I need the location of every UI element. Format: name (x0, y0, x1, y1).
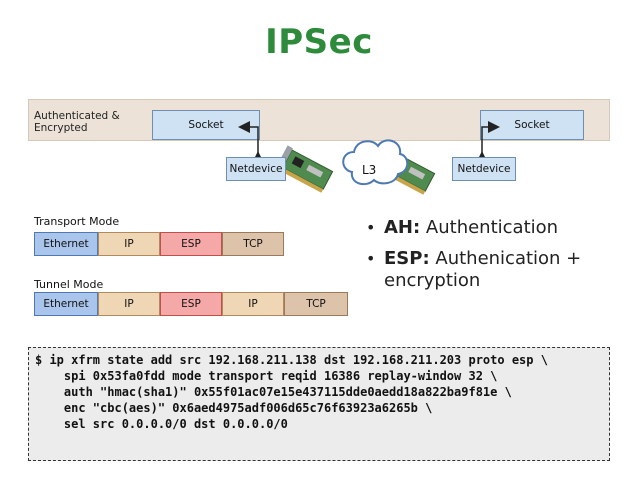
bullet-list: • AH: Authentication • ESP: Authenicatio… (366, 217, 616, 301)
transport-seg-tcp: TCP (222, 232, 284, 256)
bullet-text: Authenication + encryption (384, 248, 582, 291)
bullet-dot: • (366, 218, 376, 237)
code-line: auth "hmac(sha1)" 0x55f01ac07e15e437115d… (35, 385, 512, 399)
netdevice-right: Netdevice (452, 157, 516, 181)
cloud-icon (342, 139, 409, 186)
code-line: $ ip xfrm state add src 192.168.211.138 … (35, 353, 548, 367)
arrow-left (238, 121, 264, 163)
tunnel-seg-ip-outer: IP (98, 292, 160, 316)
tunnel-seg-tcp: TCP (284, 292, 348, 316)
tunnel-mode-label: Tunnel Mode (34, 278, 104, 291)
transport-seg-ethernet: Ethernet (34, 232, 98, 256)
transport-seg-esp: ESP (160, 232, 222, 256)
netdevice-left: Netdevice (226, 157, 286, 181)
command-code-block: $ ip xfrm state add src 192.168.211.138 … (28, 347, 610, 461)
bullet-esp: • ESP: Authenication + encryption (366, 248, 616, 292)
band-label: Authenticated & Encrypted (34, 110, 120, 134)
code-line: enc "cbc(aes)" 0x6aed4975adf006d65c76f63… (35, 401, 433, 415)
bullet-term: AH: (384, 217, 421, 238)
bullet-ah: • AH: Authentication (366, 217, 616, 239)
tunnel-seg-esp: ESP (160, 292, 222, 316)
bullet-term: ESP: (384, 248, 430, 269)
page-title: IPSec (265, 22, 373, 62)
tunnel-seg-ip-inner: IP (222, 292, 284, 316)
bullet-dot: • (366, 249, 376, 268)
transport-seg-ip: IP (98, 232, 160, 256)
cloud-label: L3 (362, 163, 377, 177)
bullet-text: Authentication (420, 217, 559, 238)
tunnel-seg-ethernet: Ethernet (34, 292, 98, 316)
transport-mode-label: Transport Mode (34, 215, 120, 228)
code-line: sel src 0.0.0.0/0 dst 0.0.0.0/0 (35, 417, 288, 431)
code-line: spi 0x53fa0fdd mode transport reqid 1638… (35, 369, 498, 383)
arrow-right (476, 121, 500, 163)
